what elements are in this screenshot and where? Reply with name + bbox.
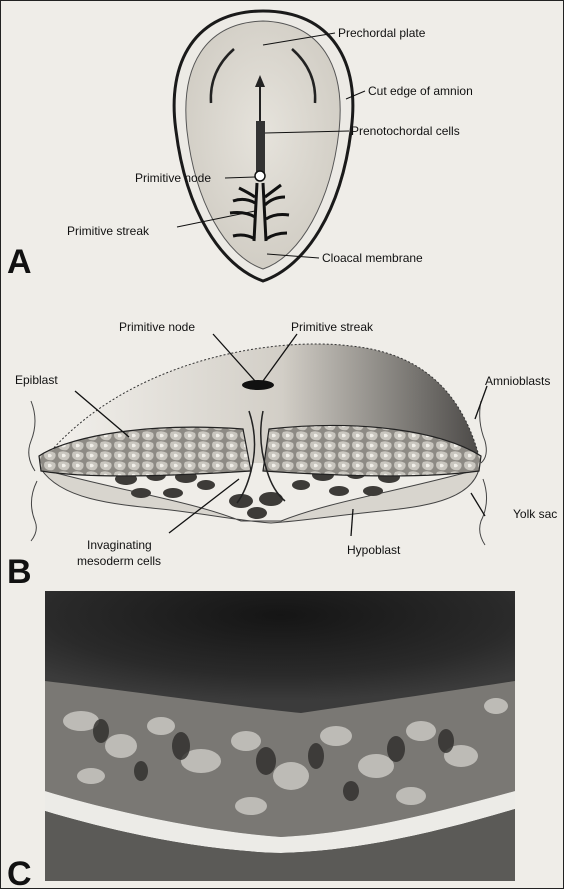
panel-b: Primitive node Primitive streak Epiblast… — [7, 320, 557, 591]
label-cloacal-membrane: Cloacal membrane — [322, 251, 423, 265]
primitive-node-oval — [242, 380, 274, 390]
label-epiblast: Epiblast — [15, 373, 58, 387]
label-primitive-node-a: Primitive node — [135, 171, 211, 185]
panel-a-letter: A — [7, 243, 32, 281]
panel-c-letter: C — [7, 855, 32, 888]
primitive-node-mark — [255, 171, 265, 181]
label-invaginating-2: mesoderm cells — [77, 554, 161, 568]
panel-b-letter: B — [7, 553, 32, 591]
label-yolk-sac: Yolk sac — [513, 507, 557, 521]
amnioblast-edge-left — [29, 401, 35, 471]
panel-c: C — [7, 591, 515, 888]
label-prechordal-plate: Prechordal plate — [338, 26, 426, 40]
panel-a: Prechordal plate Cut edge of amnion Pren… — [7, 11, 473, 281]
label-hypoblast: Hypoblast — [347, 543, 401, 557]
label-primitive-node-b: Primitive node — [119, 320, 195, 334]
label-amnioblasts: Amnioblasts — [485, 374, 550, 388]
label-prenotochordal-cells: Prenotochordal cells — [351, 124, 460, 138]
yolk-edge-left — [31, 481, 37, 541]
label-primitive-streak-b: Primitive streak — [291, 320, 374, 334]
label-cut-edge-amnion: Cut edge of amnion — [368, 84, 473, 98]
label-invaginating-1: Invaginating — [87, 538, 152, 552]
amnioblast-edge-right — [480, 401, 487, 463]
prenotochordal-band — [256, 121, 265, 173]
label-primitive-streak-a: Primitive streak — [67, 224, 150, 238]
